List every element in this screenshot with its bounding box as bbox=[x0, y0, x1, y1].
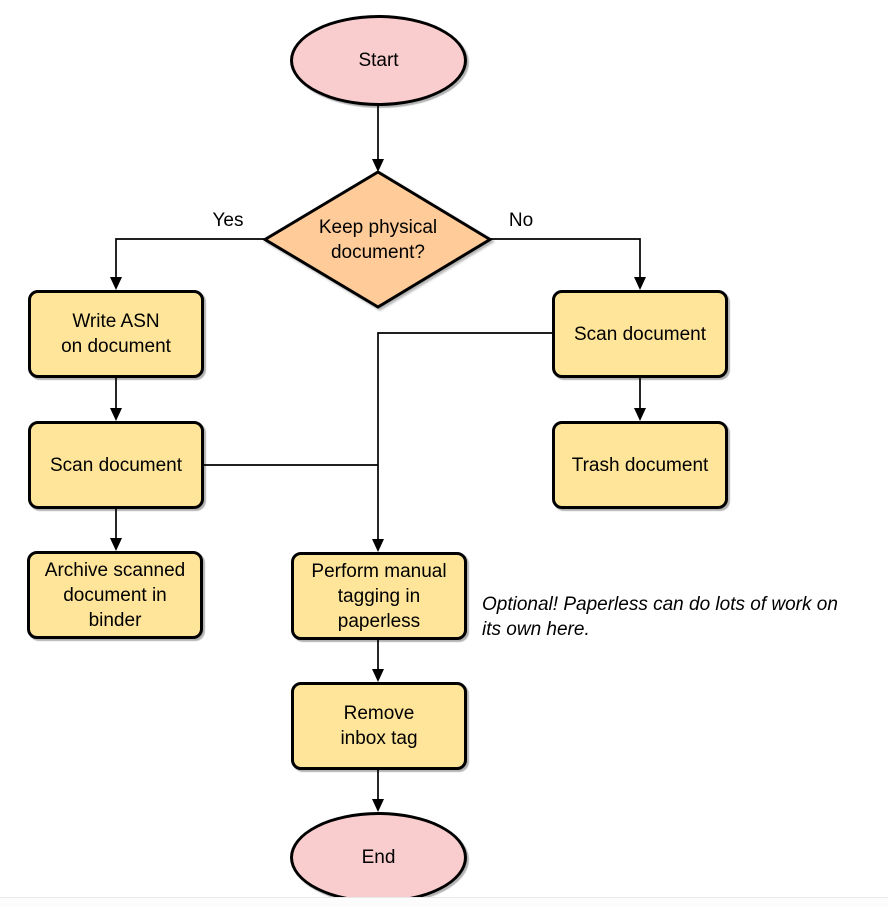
page-bottom-divider bbox=[0, 897, 888, 898]
edge-scan-right-to-tagging bbox=[372, 332, 552, 552]
edge-label-no: No bbox=[508, 210, 534, 231]
node-archive-in-binder: Archive scanned document in binder bbox=[27, 551, 203, 639]
node-end: End bbox=[290, 812, 467, 903]
node-start-label: Start bbox=[358, 50, 399, 71]
node-start: Start bbox=[290, 15, 467, 106]
edge-scan-right-to-trash bbox=[634, 378, 646, 421]
node-end-label: End bbox=[361, 847, 396, 868]
node-write-asn-label: Write ASN on document bbox=[61, 311, 171, 357]
node-scan-document-left: Scan document bbox=[28, 421, 204, 509]
node-decision-label: Keep physical document? bbox=[318, 217, 438, 263]
page-bottom-strip bbox=[0, 898, 888, 907]
node-remove-inbox-tag: Remove inbox tag bbox=[291, 682, 467, 770]
node-decision-shape bbox=[262, 170, 493, 309]
annotation-optional-note: Optional! Paperless can do lots of work … bbox=[482, 594, 838, 640]
node-manual-tagging-label: Perform manual tagging in paperless bbox=[311, 560, 447, 632]
edge-scan-left-to-archive bbox=[110, 509, 122, 551]
edge-decision-yes-to-write-asn bbox=[110, 238, 265, 290]
node-scan-document-left-label: Scan document bbox=[49, 454, 183, 476]
edge-start-to-decision bbox=[372, 106, 384, 172]
node-archive-in-binder-label: Archive scanned document in binder bbox=[44, 559, 186, 631]
edge-tagging-to-remove bbox=[372, 640, 384, 682]
edge-label-yes: Yes bbox=[212, 210, 244, 231]
edge-write-asn-to-scan-left bbox=[110, 378, 122, 421]
edge-decision-no-to-scan-right bbox=[490, 238, 646, 290]
edge-remove-to-end bbox=[372, 770, 384, 812]
node-trash-document-label: Trash document bbox=[571, 454, 709, 476]
node-write-asn: Write ASN on document bbox=[28, 290, 204, 378]
node-remove-inbox-tag-label: Remove inbox tag bbox=[340, 703, 418, 749]
node-manual-tagging: Perform manual tagging in paperless bbox=[291, 552, 467, 640]
node-scan-document-right-label: Scan document bbox=[573, 323, 707, 345]
node-trash-document: Trash document bbox=[552, 421, 728, 509]
node-scan-document-right: Scan document bbox=[552, 290, 728, 378]
